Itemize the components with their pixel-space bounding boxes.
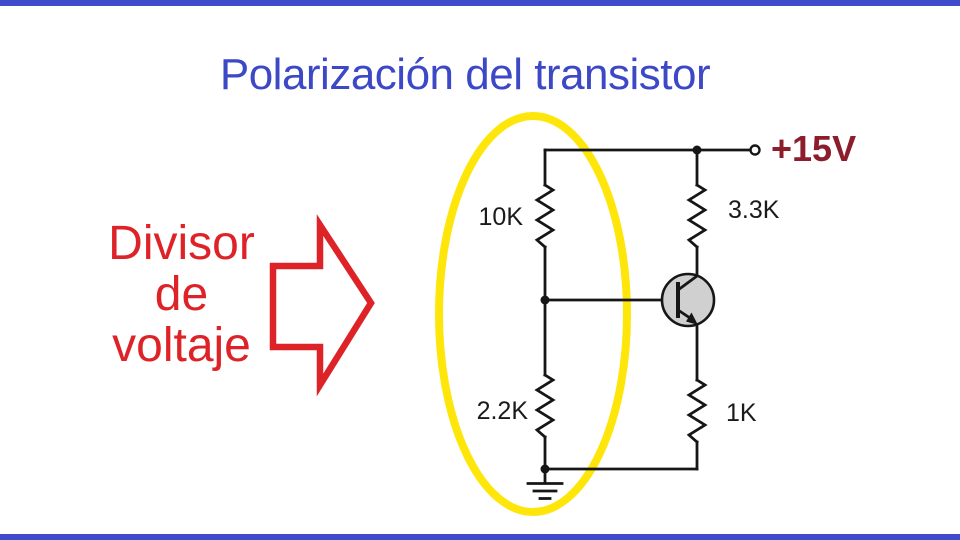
circuit-nodes <box>540 144 761 474</box>
highlight-ellipse-icon <box>435 112 631 516</box>
resistor-label-1k: 1K <box>726 399 757 427</box>
transistor-collector-lead <box>677 274 698 292</box>
callout-text: Divisor de voltaje <box>108 217 255 372</box>
supply-terminal-icon <box>749 144 761 156</box>
top-rule <box>0 0 960 6</box>
node-dot <box>540 295 550 305</box>
bottom-rule <box>0 534 960 540</box>
resistor-label-3_3k: 3.3K <box>728 196 780 224</box>
circuit-wires <box>526 148 753 500</box>
resistor-2_2k-icon <box>534 373 556 439</box>
resistor-10k-icon <box>534 183 556 249</box>
block-arrow-right-icon <box>269 214 375 397</box>
node-dot <box>692 145 702 155</box>
transistor-body <box>660 272 716 328</box>
emitter-arrowhead-icon <box>686 312 698 325</box>
node-dot <box>540 464 550 474</box>
supply-voltage-label: +15V <box>771 128 857 169</box>
resistor-label-2_2k: 2.2K <box>476 397 528 425</box>
resistor-label-10k: 10K <box>478 203 523 231</box>
npn-transistor-icon <box>660 272 716 328</box>
resistor-1k-icon <box>686 378 708 444</box>
page-title: Polarización del transistor <box>219 50 711 99</box>
resistor-3_3k-icon <box>686 183 708 249</box>
